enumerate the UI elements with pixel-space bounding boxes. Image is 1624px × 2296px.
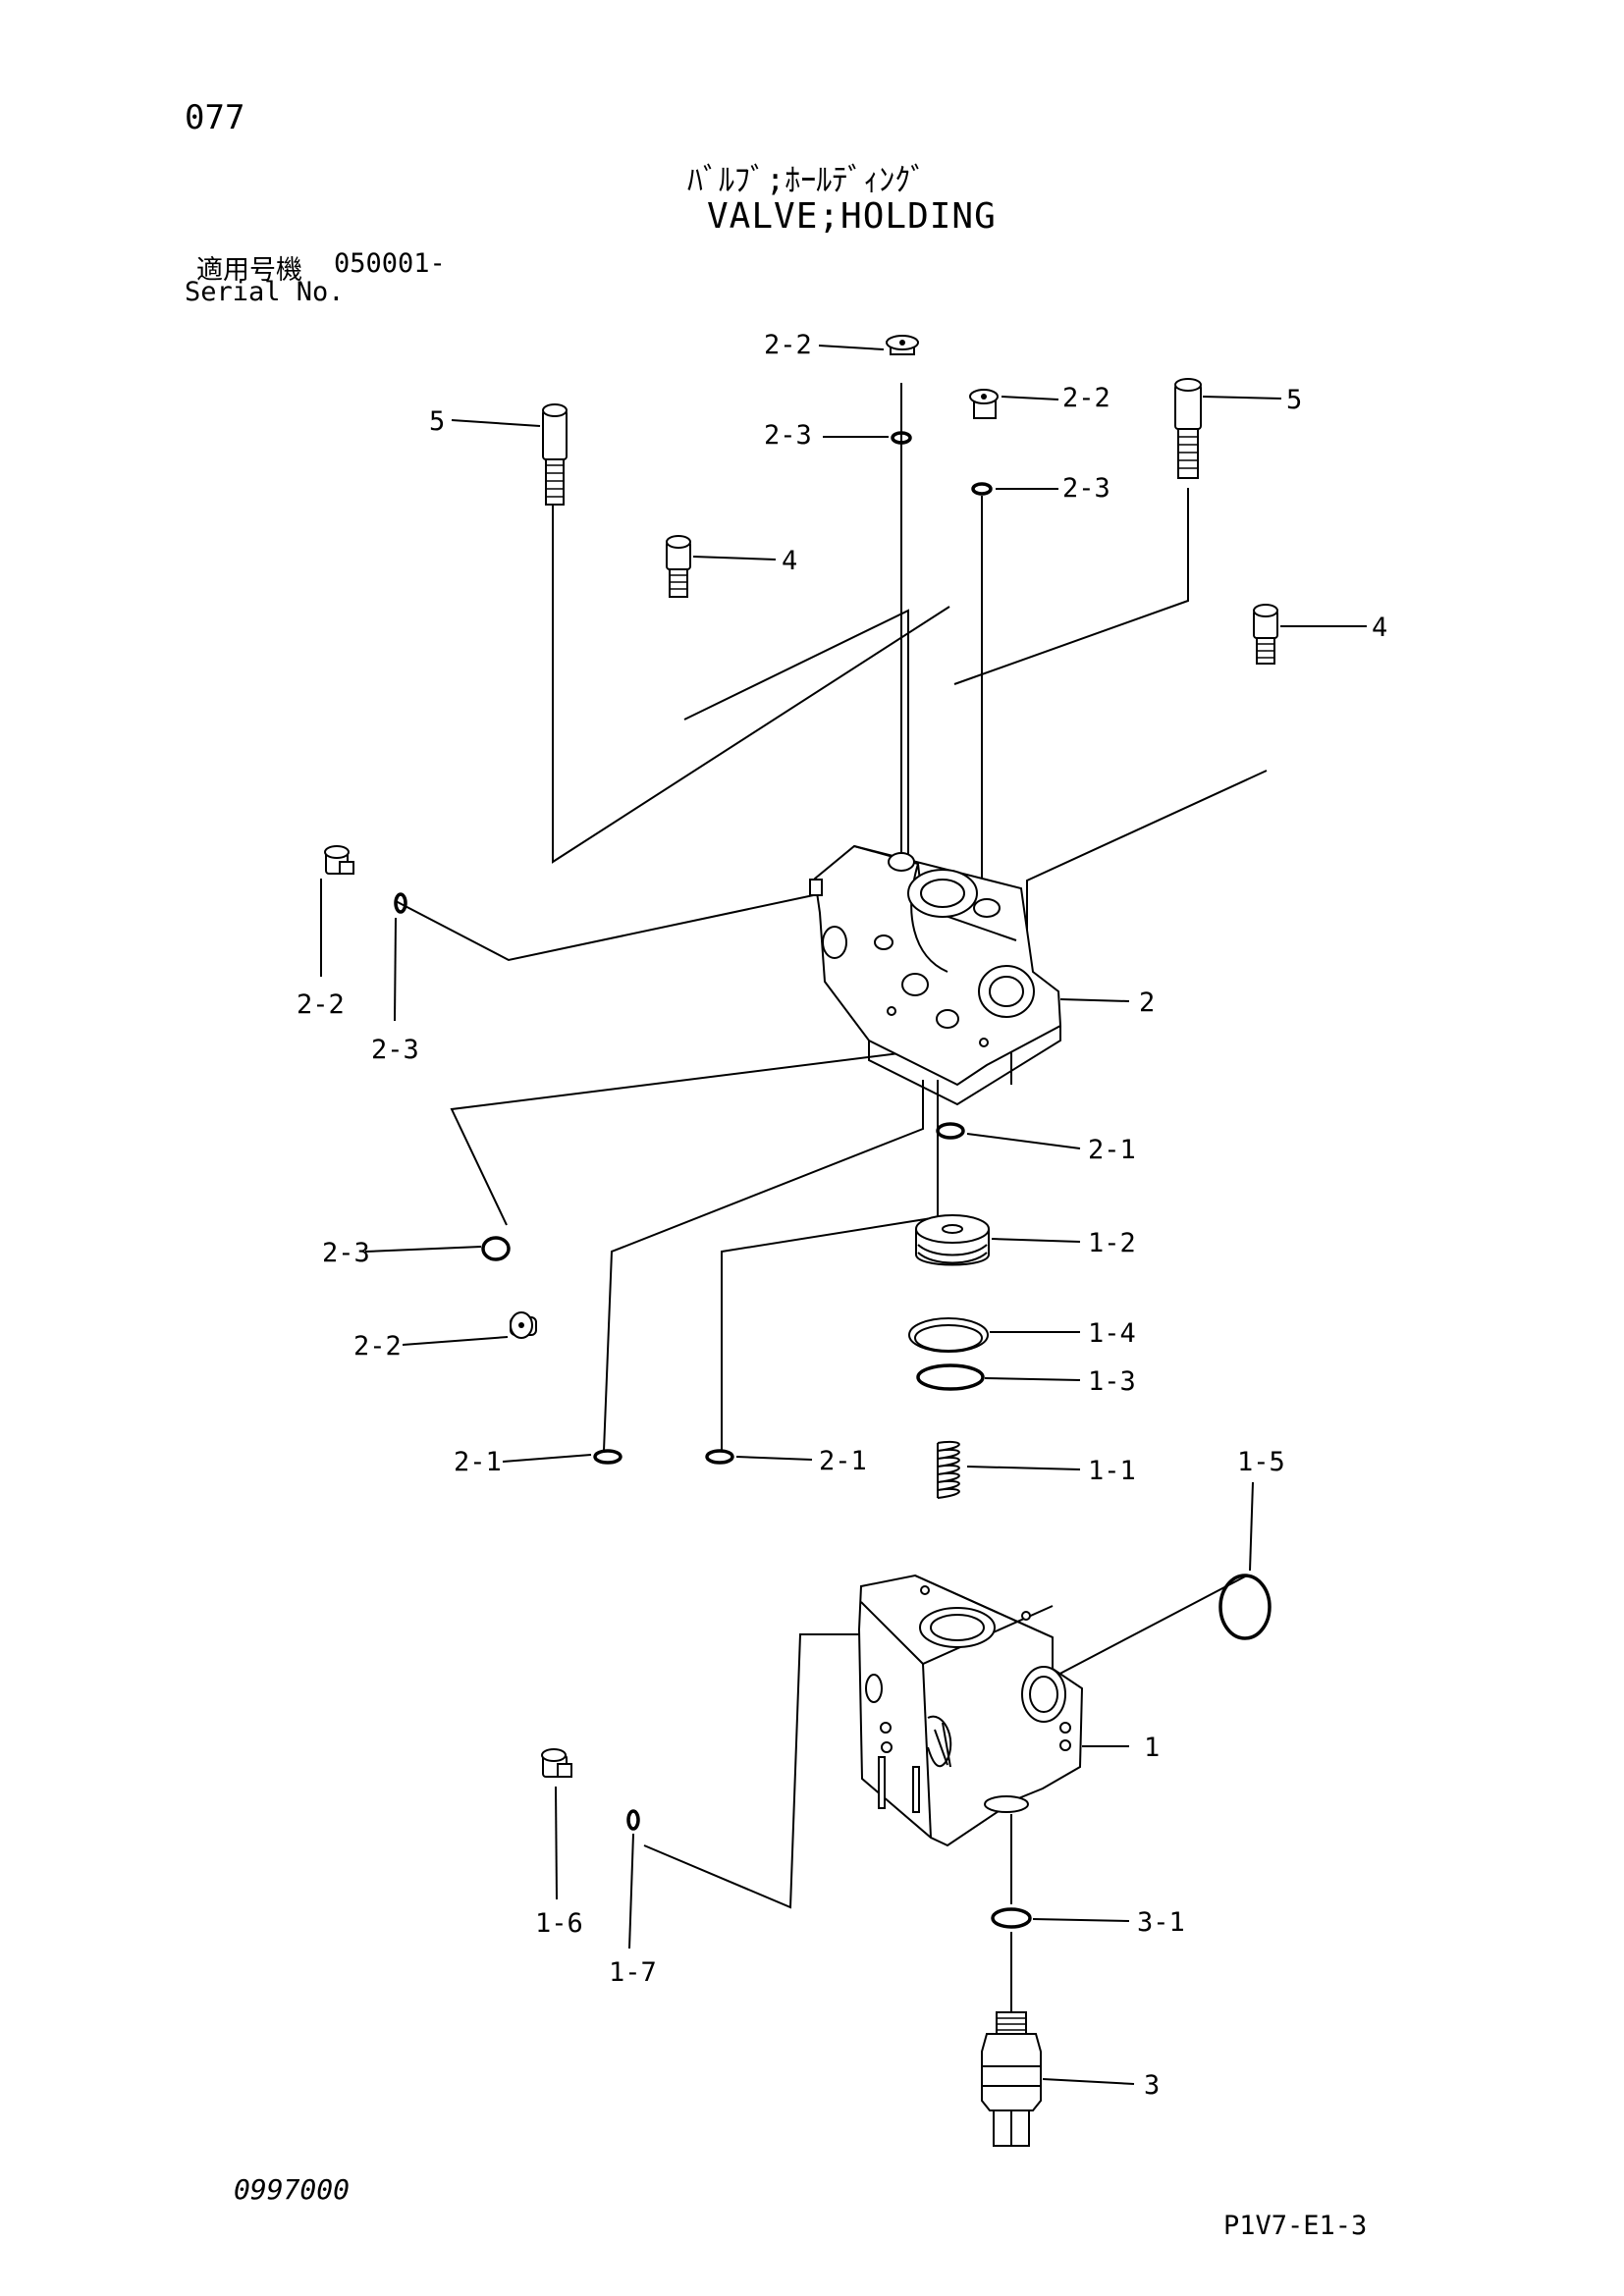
part-4-bolt-left — [666, 535, 691, 598]
part-1-6-plug — [541, 1748, 572, 1778]
part-2-2-plug-top — [886, 335, 919, 355]
part-1-2-piston — [915, 1214, 990, 1266]
part-2-2-plug-side — [324, 845, 354, 875]
callout-1-6: 1-6 — [535, 1908, 583, 1939]
callout-labels: 2-2 2-3 2-2 2-3 5 5 4 4 2-2 2-3 2 2-1 1-… — [297, 330, 1387, 2101]
callout-2-3-top: 2-3 — [764, 420, 812, 451]
part-3-cartridge — [981, 2011, 1042, 2147]
part-2-2-plug-right — [969, 389, 999, 419]
callout-1-7: 1-7 — [609, 1957, 657, 1988]
part-5-bolt-right — [1174, 378, 1202, 479]
serial-label-english: Serial No. — [185, 277, 345, 307]
part-2-3-ring-lower — [481, 1236, 511, 1261]
part-2-3-ring-side — [394, 892, 407, 914]
serial-number-value: 050001- — [334, 248, 446, 279]
part-2-1-ring-middle — [705, 1449, 734, 1465]
figure-code: P1V7-E1-3 — [1223, 2211, 1368, 2241]
part-2-3-ring-top — [891, 431, 912, 445]
part-5-bolt-left — [542, 403, 568, 506]
document-code: 0997000 — [234, 2173, 351, 2206]
callout-3-1: 3-1 — [1137, 1907, 1185, 1938]
callout-4-left: 4 — [782, 546, 797, 576]
part-3-1-ring — [991, 1907, 1032, 1929]
part-2-1-ring-left — [593, 1449, 623, 1465]
callout-2-3-side: 2-3 — [371, 1035, 419, 1065]
title-japanese: ﾊﾞﾙﾌﾞ;ﾎｰﾙﾃﾞｨﾝｸﾞ — [687, 161, 927, 198]
callout-2-3-lower: 2-3 — [322, 1238, 370, 1268]
part-4-bolt-right — [1253, 604, 1278, 665]
callout-2-2-side: 2-2 — [297, 989, 345, 1020]
part-2-3-ring-right — [971, 482, 993, 496]
callout-2-1-left: 2-1 — [454, 1447, 502, 1477]
part-1-4-backup-ring — [908, 1317, 989, 1353]
part-2-valve-body — [809, 844, 1062, 1106]
assembly-guide-lines — [395, 383, 1268, 2012]
part-1-1-spring — [937, 1440, 960, 1499]
part-1-3-o-ring — [916, 1363, 985, 1391]
callout-1-5: 1-5 — [1237, 1447, 1285, 1477]
callout-5-left: 5 — [429, 406, 445, 437]
callout-2-2-top: 2-2 — [764, 330, 812, 360]
callout-5-right: 5 — [1286, 385, 1302, 415]
callout-2-2-lower: 2-2 — [353, 1331, 402, 1362]
callout-1-3: 1-3 — [1088, 1366, 1136, 1397]
callout-2-1-ring: 2-1 — [1088, 1135, 1136, 1165]
part-2-2-plug-lower — [510, 1311, 537, 1339]
page-number: 077 — [185, 98, 245, 137]
callout-2-2-right: 2-2 — [1062, 383, 1110, 413]
part-2-1-ring — [936, 1122, 965, 1140]
serial-label-japanese: 適用号機 — [196, 255, 302, 286]
callout-1-2: 1-2 — [1088, 1228, 1136, 1258]
callout-1-4: 1-4 — [1088, 1318, 1136, 1349]
callout-2-3-right: 2-3 — [1062, 473, 1110, 504]
part-1-7-ring — [626, 1809, 640, 1831]
callout-1: 1 — [1144, 1733, 1160, 1763]
callout-2-1-middle: 2-1 — [819, 1446, 867, 1476]
callout-1-1: 1-1 — [1088, 1456, 1136, 1486]
callout-3: 3 — [1144, 2070, 1160, 2101]
part-1-5-o-ring — [1218, 1574, 1272, 1640]
title-english: VALVE;HOLDING — [707, 196, 997, 237]
callout-4-right: 4 — [1372, 613, 1387, 643]
part-1-valve-block — [857, 1574, 1084, 1847]
callout-2: 2 — [1139, 988, 1155, 1018]
leader-lines — [320, 345, 1367, 2085]
